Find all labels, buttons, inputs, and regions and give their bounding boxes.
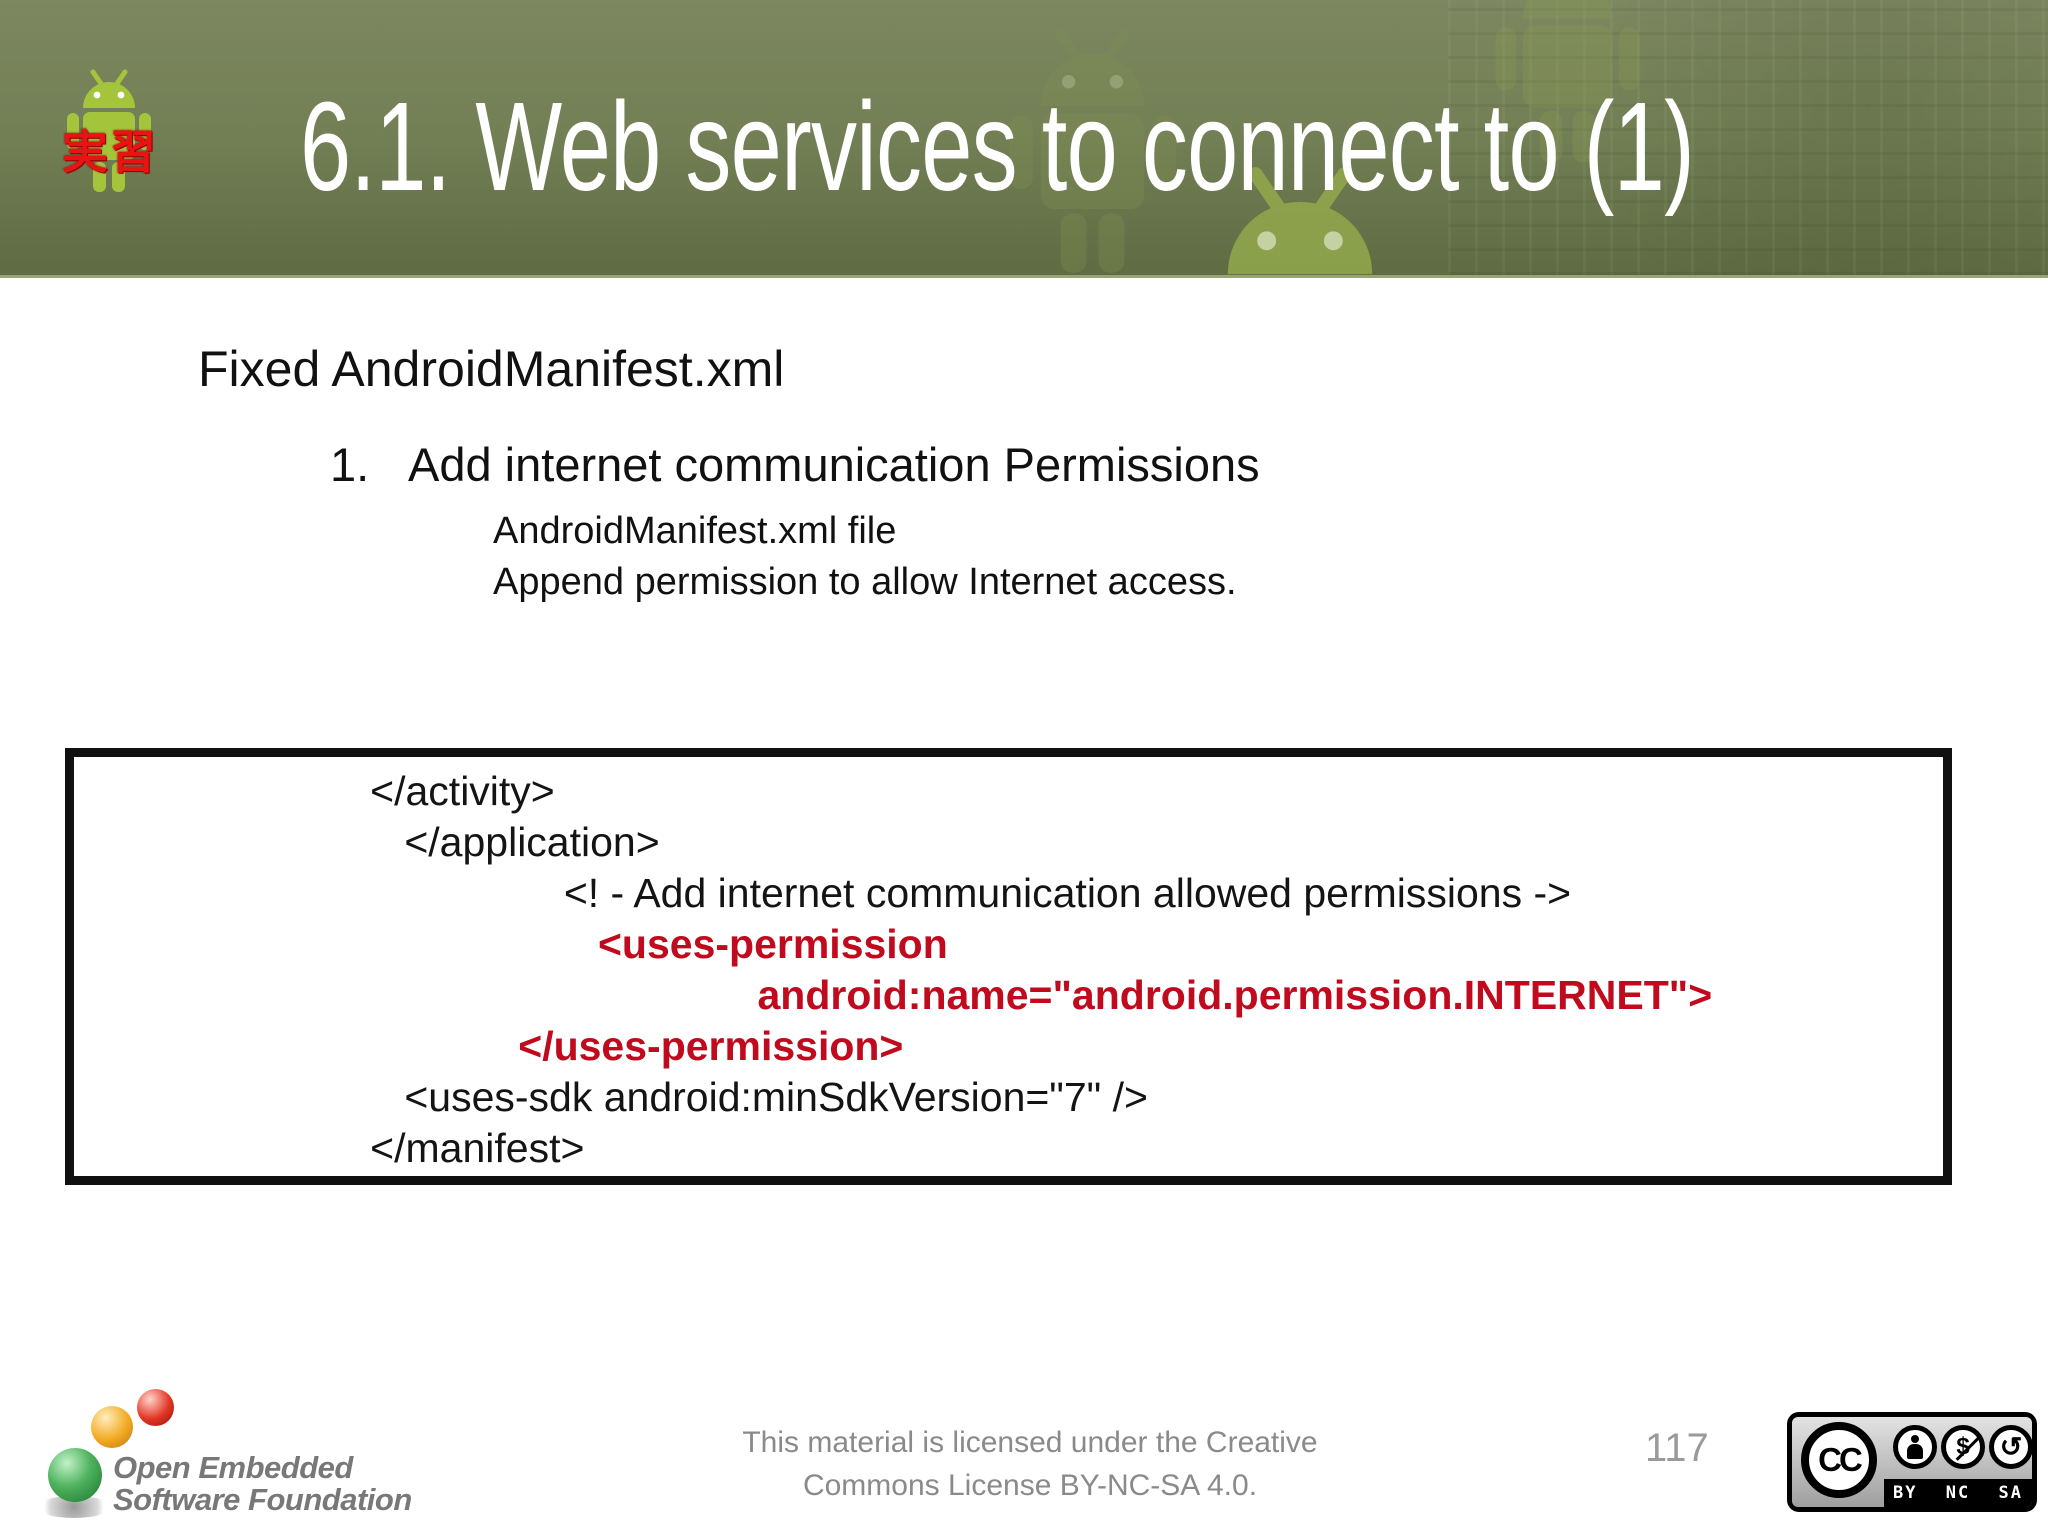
cc-sa-icon: ↺ [1989, 1425, 2032, 1469]
code-line: </manifest> [74, 1125, 585, 1171]
android-robot-background-icon [985, 26, 1200, 275]
cc-nc-icon: $ [1941, 1425, 1985, 1469]
cc-labels-text: BY NC SA [1893, 1483, 2023, 1503]
code-line-highlighted: android:name="android.permission.INTERNE… [74, 972, 1713, 1018]
code-snippet-box: </activity> </application> <! - Add inte… [65, 748, 1952, 1185]
license-line1: This material is licensed under the Crea… [742, 1426, 1318, 1459]
code-line: </activity> [74, 768, 555, 814]
section-heading: Fixed AndroidManifest.xml [198, 341, 785, 397]
android-robot-background-icon [1150, 163, 1450, 275]
circuit-pattern-decoration [1448, 0, 2048, 275]
dollar-strike-glyph: $ [1956, 1433, 1970, 1460]
page-number: 117 [1645, 1426, 1709, 1470]
list-item-number: 1. [330, 438, 370, 491]
header-banner: 実習 6.1. Web services to connect to (1) [0, 0, 2048, 278]
cc-license-badge: CC $ ↺ BY NC SA [1787, 1412, 2037, 1512]
code-line: <uses-sdk android:minSdkVersion="7" /> [74, 1074, 1148, 1120]
license-line2: Commons License BY-NC-SA 4.0. [802, 1469, 1258, 1502]
code-line-highlighted: </uses-permission> [74, 1023, 904, 1069]
license-text: This material is licensed under the Crea… [640, 1421, 1420, 1507]
oesf-logo-orange-ball [91, 1406, 133, 1448]
code-line-highlighted: <uses-permission [74, 921, 948, 967]
page-title-text: 6.1. Web services to connect to (1) [300, 76, 1695, 217]
page-title: 6.1. Web services to connect to (1) [300, 18, 2048, 275]
person-icon [1905, 1435, 1925, 1459]
list-item-details: AndroidManifest.xml file Append permissi… [493, 506, 1237, 608]
oesf-logo-shadow [36, 1496, 112, 1518]
detail-line: Append permission to allow Internet acce… [493, 561, 1237, 603]
detail-line: AndroidManifest.xml file [493, 510, 897, 552]
cc-badge-inner: CC $ ↺ BY NC SA [1792, 1417, 2032, 1507]
oesf-logo-red-ball [137, 1389, 174, 1426]
code-line: </application> [74, 819, 660, 865]
oesf-logo-line1: Open Embedded [113, 1450, 353, 1485]
numbered-list-item: 1. Add internet communication Permission… [330, 437, 1260, 492]
android-robot-background-icon [1475, 0, 1660, 173]
cc-by-icon [1893, 1425, 1937, 1469]
share-alike-arrow-glyph: ↺ [1999, 1431, 2023, 1462]
list-item-text: Add internet communication Permissions [408, 438, 1260, 491]
oesf-logo: Open Embedded Software Foundation [113, 1452, 412, 1516]
cc-logo-icon: CC [1801, 1422, 1877, 1498]
android-robot-practice-icon [55, 68, 163, 198]
oesf-logo-line2: Software Foundation [113, 1482, 412, 1517]
practice-kanji-label: 実習 [62, 126, 158, 178]
cc-labels-strip: BY NC SA [1884, 1479, 2032, 1507]
oesf-logo-green-ball [48, 1448, 102, 1502]
code-line: <! - Add internet communication allowed … [74, 870, 1572, 916]
